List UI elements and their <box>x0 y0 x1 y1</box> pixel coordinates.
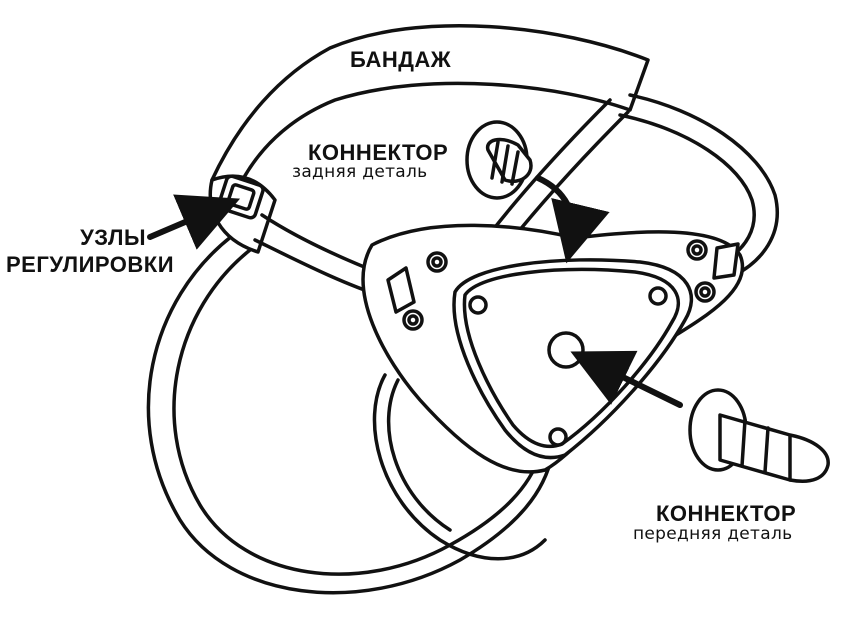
bandage-label: БАНДАЖ <box>350 47 452 72</box>
waistband-top <box>210 23 650 197</box>
waist-strap-right <box>628 93 779 277</box>
adjust-label-line2: РЕГУЛИРОВКИ <box>6 252 175 277</box>
d-ring-right <box>712 242 740 280</box>
rear-connector-subtitle: задняя деталь <box>292 162 428 182</box>
arrow-rear-connector <box>535 175 610 264</box>
d-ring-left <box>386 266 416 314</box>
arrow-front-connector <box>570 350 683 408</box>
front-connector-peg <box>718 413 830 483</box>
thigh-strap-back <box>372 373 547 561</box>
rear-connector-title: КОННЕКТОР <box>308 140 449 165</box>
thigh-strap-inner <box>172 248 542 576</box>
front-connector-subtitle: передняя деталь <box>633 524 793 544</box>
rivet <box>426 251 448 273</box>
front-connector-hole <box>547 331 585 369</box>
arrow-adjust <box>147 194 241 250</box>
thigh-strap-outer <box>146 234 554 595</box>
adjust-label-line1: УЗЛЫ <box>80 225 146 250</box>
front-connector-title: КОННЕКТОР <box>656 501 797 526</box>
